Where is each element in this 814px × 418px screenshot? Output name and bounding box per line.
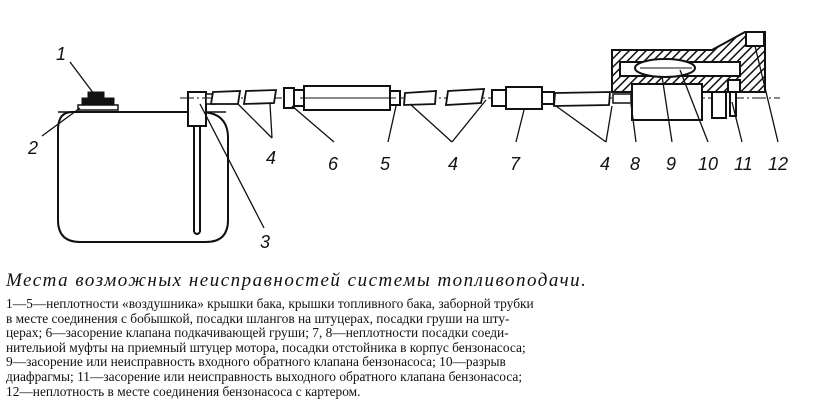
label-9: 9 <box>666 154 676 174</box>
label-4: 4 <box>600 154 610 174</box>
hose-segment <box>403 90 437 106</box>
inlet-nipple <box>612 93 632 104</box>
hose-segment <box>209 90 242 105</box>
fuel-tank <box>57 111 229 243</box>
hose-segment <box>444 88 486 106</box>
label-8: 8 <box>630 154 640 174</box>
hose-segment <box>553 91 611 107</box>
tube-fitting <box>187 91 207 127</box>
legend-line: церах; 6—засорение клапана подкачивающей… <box>6 325 509 341</box>
label-1: 1 <box>56 44 66 64</box>
label-7: 7 <box>510 154 521 174</box>
label-3: 3 <box>260 232 270 252</box>
fuel-system-diagram: 1 2 3 4 6 5 4 7 4 8 9 10 11 12 <box>27 31 788 252</box>
legend-line: 1—5—неплотности «воздушника» крышки бака… <box>6 296 534 311</box>
sediment-fitting <box>491 86 555 110</box>
label-2: 2 <box>27 138 38 158</box>
legend-line: диафрагмы; 11—засорение или неисправност… <box>6 368 523 384</box>
pickup-tube <box>193 124 201 235</box>
tank-cap <box>77 91 119 111</box>
label-11: 11 <box>734 154 753 174</box>
label-5: 5 <box>380 154 391 174</box>
figure-caption: Места возможных неисправностей системы т… <box>6 270 588 291</box>
primer-bulb <box>283 85 401 111</box>
legend-line: нительиой муфты на приемный штуцер мотор… <box>6 339 526 355</box>
label-4: 4 <box>448 154 458 174</box>
label-6: 6 <box>328 154 339 174</box>
fuel-pump <box>611 31 766 121</box>
figure-legend: 1—5—неплотности «воздушника» крышки бака… <box>6 296 808 399</box>
label-10: 10 <box>698 154 718 174</box>
hose-segment <box>242 89 278 105</box>
legend-line: в месте соединения с бобышкой, посадки ш… <box>6 310 510 326</box>
label-12: 12 <box>768 154 788 174</box>
leader-lines <box>41 45 779 229</box>
legend-line: 12—неплотность в месте соединения бензон… <box>6 383 361 399</box>
label-4: 4 <box>266 148 276 168</box>
legend-line: 9—засорение или неисправность входного о… <box>6 354 506 370</box>
